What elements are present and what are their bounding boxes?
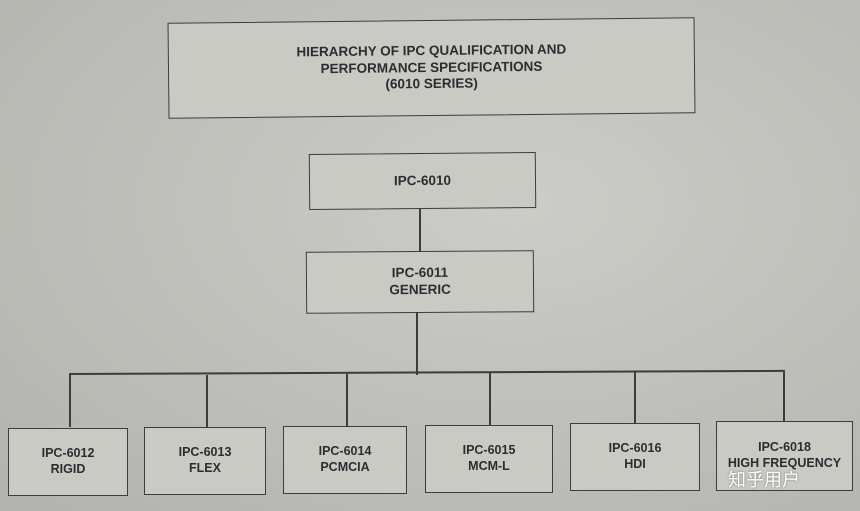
child-node-box: IPC-6013 FLEX xyxy=(144,427,266,495)
child-node-code: IPC-6018 xyxy=(758,440,811,455)
root-node-label: IPC-6010 xyxy=(393,172,452,188)
child-node-box: IPC-6018 HIGH FREQUENCY xyxy=(716,421,853,491)
generic-node-name: GENERIC xyxy=(389,281,451,298)
child-node-name: HDI xyxy=(624,457,646,471)
child-node-name: FLEX xyxy=(189,461,221,475)
child-node-box: IPC-6014 PCMCIA xyxy=(283,426,407,494)
child-node-name: PCMCIA xyxy=(320,460,370,474)
child-node-name: RIGID xyxy=(50,462,86,476)
title-line-2: PERFORMANCE SPECIFICATIONS xyxy=(320,58,543,76)
connector-child-4 xyxy=(489,373,491,425)
connector-root-generic xyxy=(419,209,421,251)
connector-child-6 xyxy=(783,372,785,422)
connector-child-5 xyxy=(634,372,636,424)
child-node-code: IPC-6013 xyxy=(178,445,232,460)
root-node-box: IPC-6010 xyxy=(308,152,537,210)
connector-child-1 xyxy=(69,375,71,427)
child-node-name: HIGH FREQUENCY xyxy=(727,456,842,470)
generic-node-box: IPC-6011 GENERIC xyxy=(305,250,535,314)
child-node-code: IPC-6014 xyxy=(318,444,372,459)
generic-node-code: IPC-6011 xyxy=(391,264,449,281)
child-node-name: MCM-L xyxy=(468,459,510,473)
child-node-box: IPC-6015 MCM-L xyxy=(425,425,553,493)
connector-child-2 xyxy=(206,375,208,427)
child-node-code: IPC-6015 xyxy=(462,443,516,458)
connector-child-3 xyxy=(346,374,348,426)
connector-generic-bus xyxy=(416,313,418,375)
child-node-code: IPC-6012 xyxy=(41,446,95,461)
diagram-title-box: HIERARCHY OF IPC QUALIFICATION AND PERFO… xyxy=(167,17,696,119)
child-node-code: IPC-6016 xyxy=(608,441,662,456)
child-node-box: IPC-6012 RIGID xyxy=(8,428,128,496)
title-line-3: (6010 SERIES) xyxy=(385,75,478,92)
watermark-text: 知乎用户 xyxy=(728,470,800,491)
child-node-box: IPC-6016 HDI xyxy=(570,423,700,491)
